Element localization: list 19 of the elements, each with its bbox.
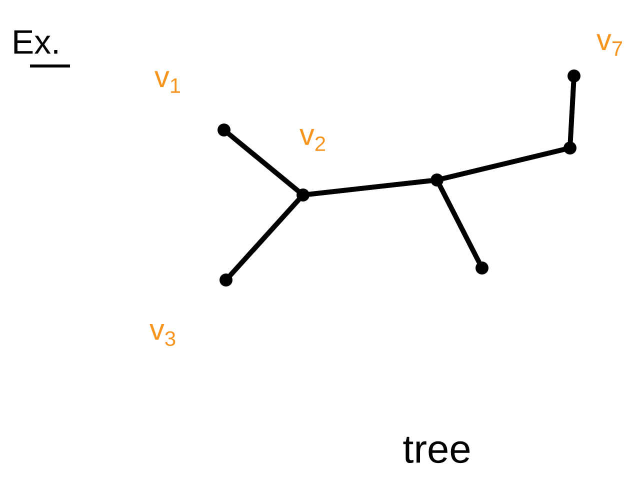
tree-edge — [228, 197, 301, 278]
vertex-label: v$_{1}$ — [154, 71, 180, 93]
tree-edge — [568, 80, 576, 144]
vertex-dot — [476, 262, 488, 274]
vertex-dot — [568, 70, 580, 82]
tree-edge — [441, 147, 566, 181]
vertex-label: v$_{3}$ — [150, 324, 176, 346]
tree-edge — [226, 132, 300, 194]
vertex-label: v$_{7}$ — [596, 34, 622, 56]
title: Ex. — [14, 30, 58, 54]
vertex-dot — [220, 274, 232, 286]
caption: tree — [403, 436, 470, 464]
vertex-label: v$_{2}$ — [300, 129, 325, 151]
tree-edge — [438, 183, 482, 265]
tree-edge — [307, 178, 433, 197]
vertex-dot — [430, 174, 444, 186]
vertex-dot — [296, 188, 310, 202]
vertex-dot — [564, 142, 576, 154]
vertex-dot — [218, 124, 230, 136]
